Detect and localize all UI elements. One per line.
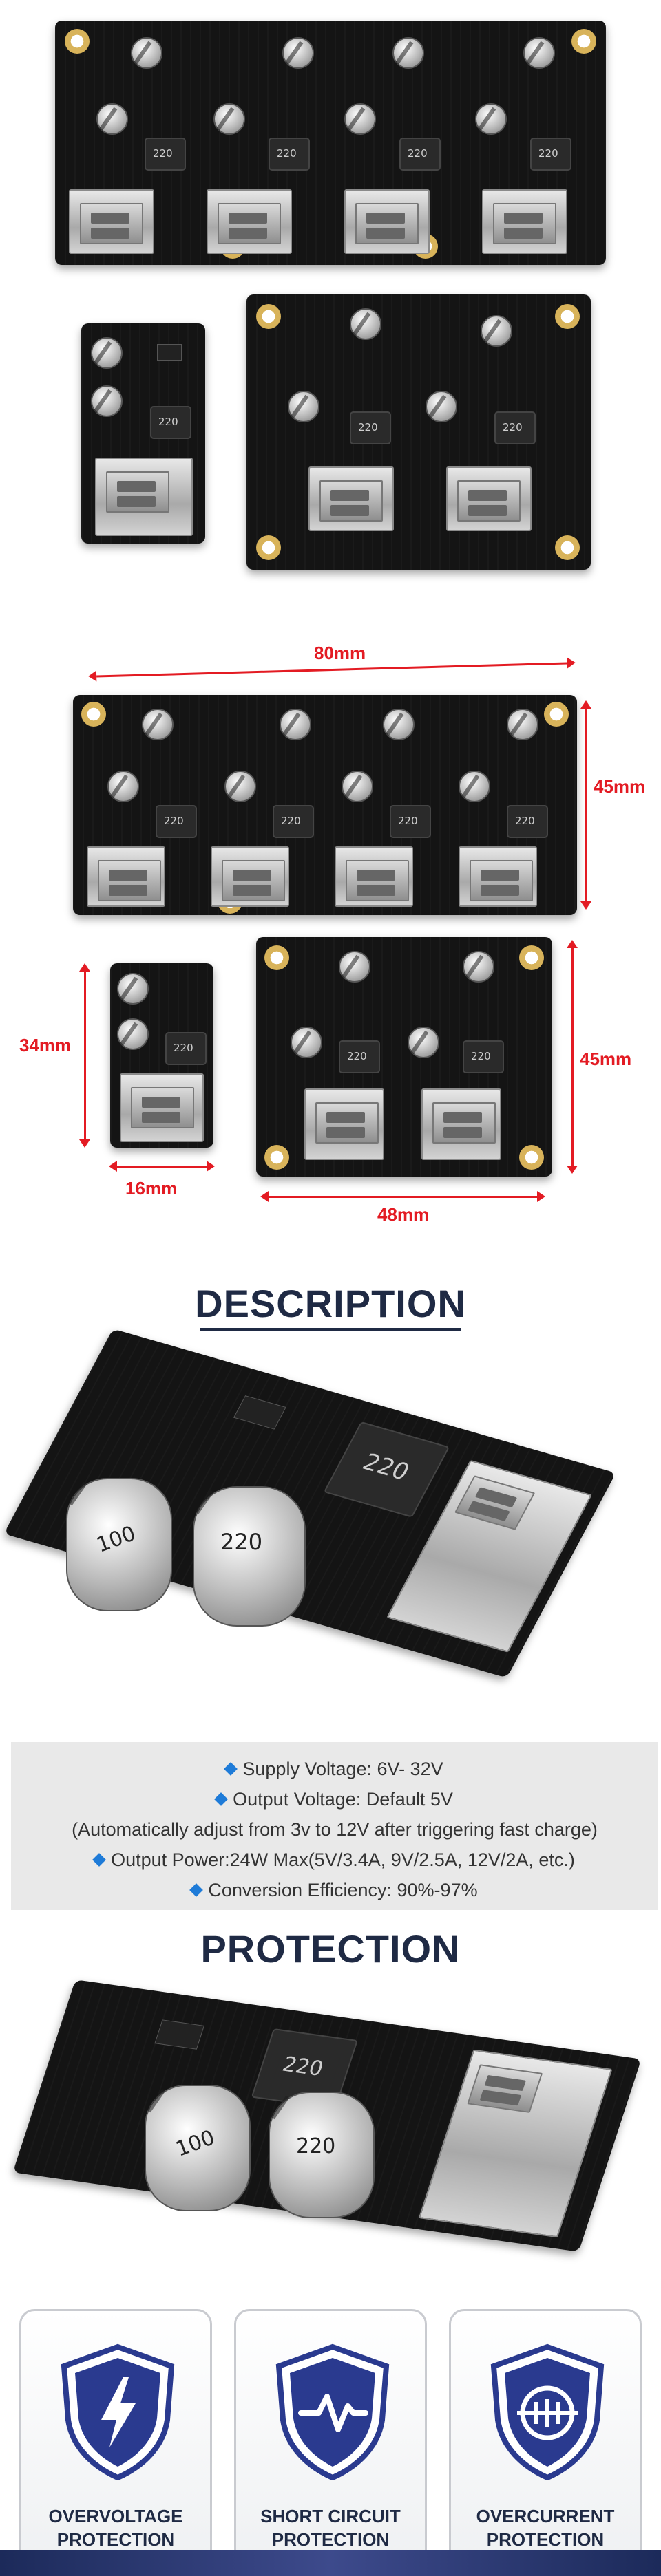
lightning-icon: [61, 2343, 175, 2480]
two-port-board-dimensioned: 220 220: [256, 937, 552, 1177]
four-port-board-dimensioned: 220 220 220 220: [73, 695, 577, 915]
protection-product-image: 220 100 220: [0, 1979, 661, 2291]
two-port-board: 220 220: [246, 294, 591, 570]
single-port-board-dimensioned: 220: [110, 963, 213, 1148]
card-overvoltage-line1: OVERVOLTAGE: [48, 2506, 183, 2526]
single-port-board: 220: [81, 323, 205, 544]
spec-box: Supply Voltage: 6V- 32V Output Voltage: …: [11, 1742, 658, 1910]
description-product-image: 220 100 220: [0, 1329, 661, 1734]
description-underline: [200, 1328, 461, 1331]
bullet-diamond-icon: [214, 1792, 229, 1806]
bullet-diamond-icon: [189, 1883, 204, 1897]
dim-label-34mm: 34mm: [19, 1035, 72, 1055]
dimension-diagram: 80mm 220 220 220 220 45mm 220 34mm 16mm: [0, 619, 661, 1225]
card-short-circuit: SHORT CIRCUIT PROTECTION: [234, 2309, 427, 2576]
spec-line-5: Conversion Efficiency: 90%-97%: [11, 1880, 658, 1901]
dim-label-45mm-bottom: 45mm: [580, 1049, 632, 1069]
dim-line-48mm: [260, 1191, 545, 1202]
card-overvoltage: OVERVOLTAGE PROTECTION: [19, 2309, 212, 2576]
dim-line-45mm-bottom: [567, 940, 578, 1174]
card-short-circuit-line1: SHORT CIRCUIT: [260, 2506, 401, 2526]
description-title: DESCRIPTION: [195, 1282, 466, 1325]
capacitor-100: [145, 2085, 251, 2211]
card-overcurrent-line1: OVERCURRENT: [476, 2506, 615, 2526]
spec-line-2: Output Voltage: Default 5V: [11, 1789, 658, 1810]
dim-line-16mm: [109, 1161, 215, 1172]
dim-label-48mm: 48mm: [377, 1204, 430, 1225]
pulse-icon: [275, 2343, 390, 2480]
card-overvoltage-line2: PROTECTION: [56, 2529, 175, 2550]
dim-label-16mm: 16mm: [125, 1178, 178, 1199]
capacitor-220: [269, 2092, 375, 2218]
spec-line-3: (Automatically adjust from 3v to 12V aft…: [72, 1819, 598, 1840]
capacitor-220-label: 220: [296, 2134, 336, 2158]
bullet-diamond-icon: [224, 1762, 238, 1776]
spec-line-4: Output Power:24W Max(5V/3.4A, 9V/2.5A, 1…: [11, 1849, 658, 1871]
capacitor-100: [66, 1478, 172, 1611]
four-port-board: 220 220 220 220: [55, 21, 606, 265]
hero-product-image: 220 220 220 220 220 220 220: [0, 0, 661, 592]
capacitor-220: [193, 1486, 306, 1627]
protection-title: PROTECTION: [200, 1927, 461, 1971]
card-overcurrent: OVERCURRENT PROTECTION: [449, 2309, 642, 2576]
current-icon: [490, 2343, 605, 2480]
card-short-circuit-line2: PROTECTION: [271, 2529, 390, 2550]
dim-line-45mm-top: [580, 700, 591, 910]
dim-label-45mm-top: 45mm: [594, 776, 646, 797]
dim-line-80mm: [96, 662, 567, 678]
capacitor-220-label: 220: [220, 1529, 263, 1555]
spec-line-1: Supply Voltage: 6V- 32V: [11, 1759, 658, 1780]
bottom-decorative-bar: [0, 2550, 661, 2576]
dim-line-34mm: [79, 963, 90, 1148]
dim-label-80mm: 80mm: [314, 643, 366, 663]
card-overcurrent-line2: PROTECTION: [486, 2529, 605, 2550]
bullet-diamond-icon: [92, 1853, 106, 1867]
